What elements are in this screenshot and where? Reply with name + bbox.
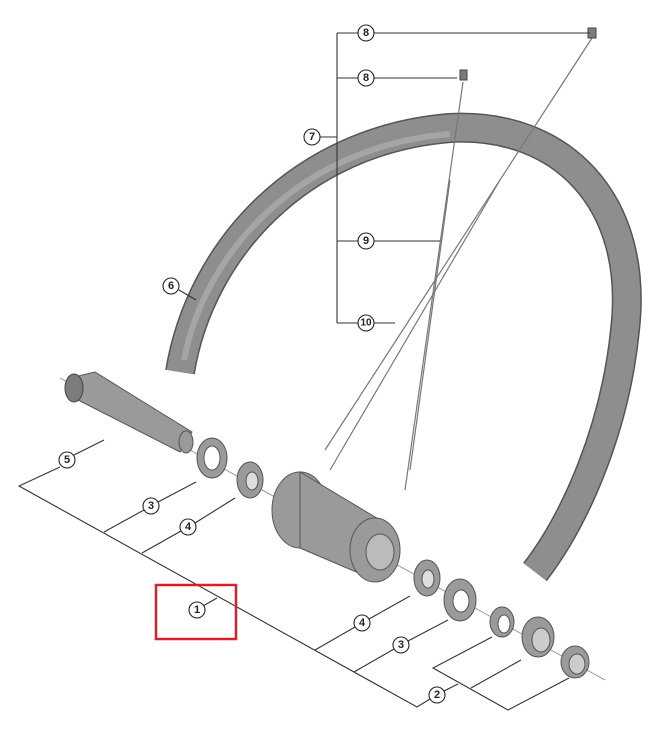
callout-10[interactable]: 10	[357, 314, 375, 332]
callout-label: 6	[168, 280, 174, 292]
end-cap-small-part[interactable]	[489, 606, 515, 638]
callout-8[interactable]: 8	[357, 69, 375, 87]
hub-part[interactable]	[271, 471, 401, 583]
callout-7[interactable]: 7	[303, 128, 321, 146]
callout-8-top[interactable]: 8	[357, 24, 375, 42]
callout-4-right[interactable]: 4	[353, 614, 371, 632]
callout-label: 7	[309, 131, 315, 143]
axle-part[interactable]	[64, 371, 194, 454]
callout-2[interactable]: 2	[428, 686, 446, 704]
dust-cap-right-part[interactable]	[443, 578, 477, 622]
callout-label: 3	[398, 639, 404, 651]
dust-cap-left-part[interactable]	[196, 437, 228, 479]
callout-label: 4	[359, 617, 366, 629]
highlight-box	[154, 583, 238, 641]
callout-label: 1	[194, 604, 200, 616]
callout-1[interactable]: 1	[188, 601, 206, 619]
callout-label: 10	[360, 318, 372, 329]
spokes	[324, 27, 597, 491]
callout-9[interactable]: 9	[357, 232, 375, 250]
end-cap-mid-part[interactable]	[521, 616, 555, 658]
spoke-nipple-icon	[459, 69, 468, 81]
callout-6[interactable]: 6	[162, 277, 180, 295]
callout-label: 4	[185, 521, 192, 533]
callout-4-left[interactable]: 4	[179, 518, 197, 536]
rim-part[interactable]	[165, 112, 642, 582]
callout-label: 8	[363, 27, 369, 39]
callout-label: 9	[363, 235, 369, 247]
callout-label: 8	[363, 72, 369, 84]
bearing-left-part[interactable]	[236, 461, 264, 499]
bearing-right-part[interactable]	[413, 559, 441, 597]
callout-3-right[interactable]: 3	[392, 636, 410, 654]
callout-label: 3	[148, 500, 154, 512]
callout-5[interactable]: 5	[58, 451, 76, 469]
leader-lines	[17, 32, 590, 711]
callout-label: 2	[434, 689, 440, 701]
end-cap-right-part[interactable]	[560, 645, 590, 679]
callout-3-left[interactable]: 3	[142, 497, 160, 515]
callout-label: 5	[64, 454, 70, 466]
